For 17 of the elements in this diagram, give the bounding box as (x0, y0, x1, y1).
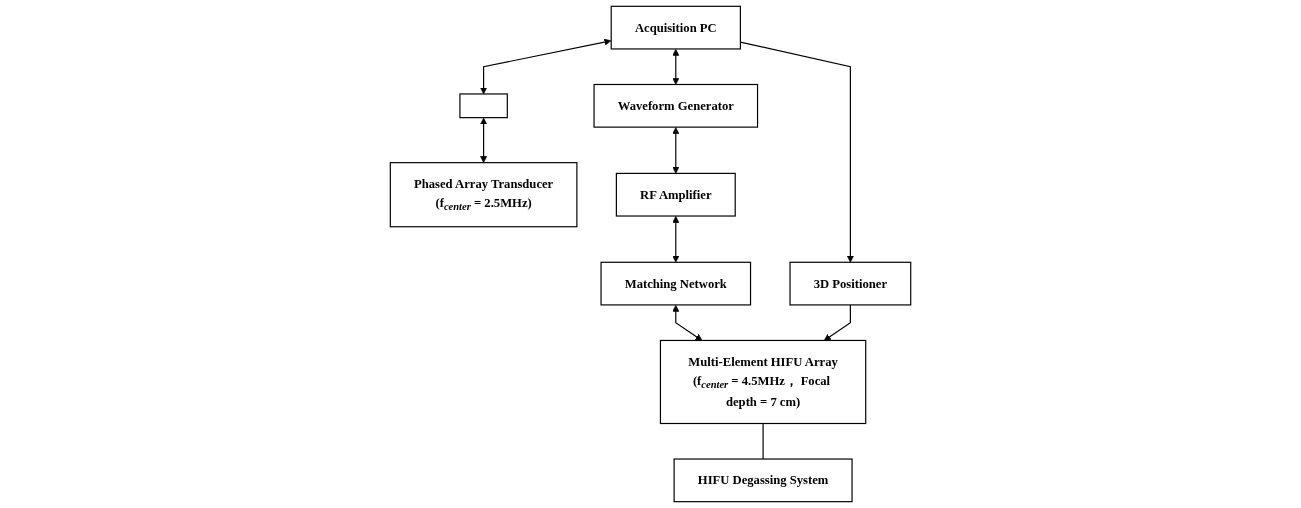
node-box: Phased Array Transducer (f$_{center}$ = 2.5MHz) (389, 162, 578, 228)
arrow (672, 304, 703, 341)
node-box: Multi-Element HIFU Array (f$_{center}$ = 4.5MHz， Focal depth = 7 cm) (659, 339, 867, 425)
node-box: Acquisition PC (610, 5, 741, 50)
node-box (459, 93, 508, 119)
arrow (480, 117, 488, 163)
arrow (480, 38, 612, 95)
arrow (823, 304, 851, 341)
node-box: RF Amplifier (615, 172, 736, 217)
connector (762, 422, 764, 460)
node-box: Matching Network (600, 261, 752, 306)
node-box: Waveform Generator (593, 83, 759, 128)
node-box: 3D Positioner (789, 261, 912, 306)
node-box: HIFU Degassing System (673, 458, 853, 503)
arrow (672, 48, 680, 85)
arrow (672, 216, 680, 263)
arrow (672, 127, 680, 174)
